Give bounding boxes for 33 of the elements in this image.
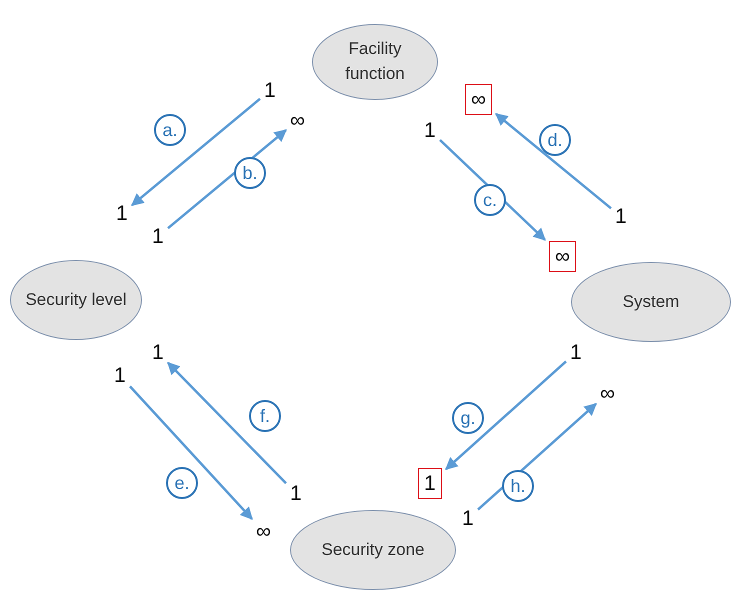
cardinality-label: 1 xyxy=(116,203,128,224)
highlighted-cardinality: ∞ xyxy=(465,84,492,115)
arrow xyxy=(495,112,612,210)
arrow xyxy=(445,360,567,470)
entity-name: Security level xyxy=(24,288,128,311)
edge-label: d. xyxy=(539,124,571,156)
cardinality-label: ∞ xyxy=(256,521,271,542)
cardinality-label: 1 xyxy=(462,508,474,529)
cardinality-label: ∞ xyxy=(290,110,305,131)
cardinality-label: 1 xyxy=(152,226,164,247)
cardinality-label: 1 xyxy=(114,365,126,386)
arrow xyxy=(129,386,253,520)
edge-label: h. xyxy=(502,470,534,502)
cardinality-label: 1 xyxy=(290,483,302,504)
entity-name: System xyxy=(622,290,680,313)
edge-label: e. xyxy=(166,467,198,499)
cardinality-label: 1 xyxy=(152,342,164,363)
entity-name: Security zone xyxy=(320,538,426,561)
edge-label: g. xyxy=(452,402,484,434)
arrow xyxy=(167,362,287,484)
cardinality-label: 1 xyxy=(264,80,276,101)
edge-label: b. xyxy=(234,157,266,189)
highlighted-cardinality: 1 xyxy=(418,468,442,499)
cardinality-label: 1 xyxy=(570,342,582,363)
highlighted-cardinality: ∞ xyxy=(549,241,576,272)
entity-name: Facility function xyxy=(344,38,406,85)
cardinality-label: ∞ xyxy=(600,383,615,404)
edge-label: c. xyxy=(474,184,506,216)
edge-label: a. xyxy=(154,114,186,146)
cardinality-label: 1 xyxy=(615,206,627,227)
cardinality-label: 1 xyxy=(424,120,436,141)
arrow xyxy=(131,98,261,206)
edge-label: f. xyxy=(249,400,281,432)
